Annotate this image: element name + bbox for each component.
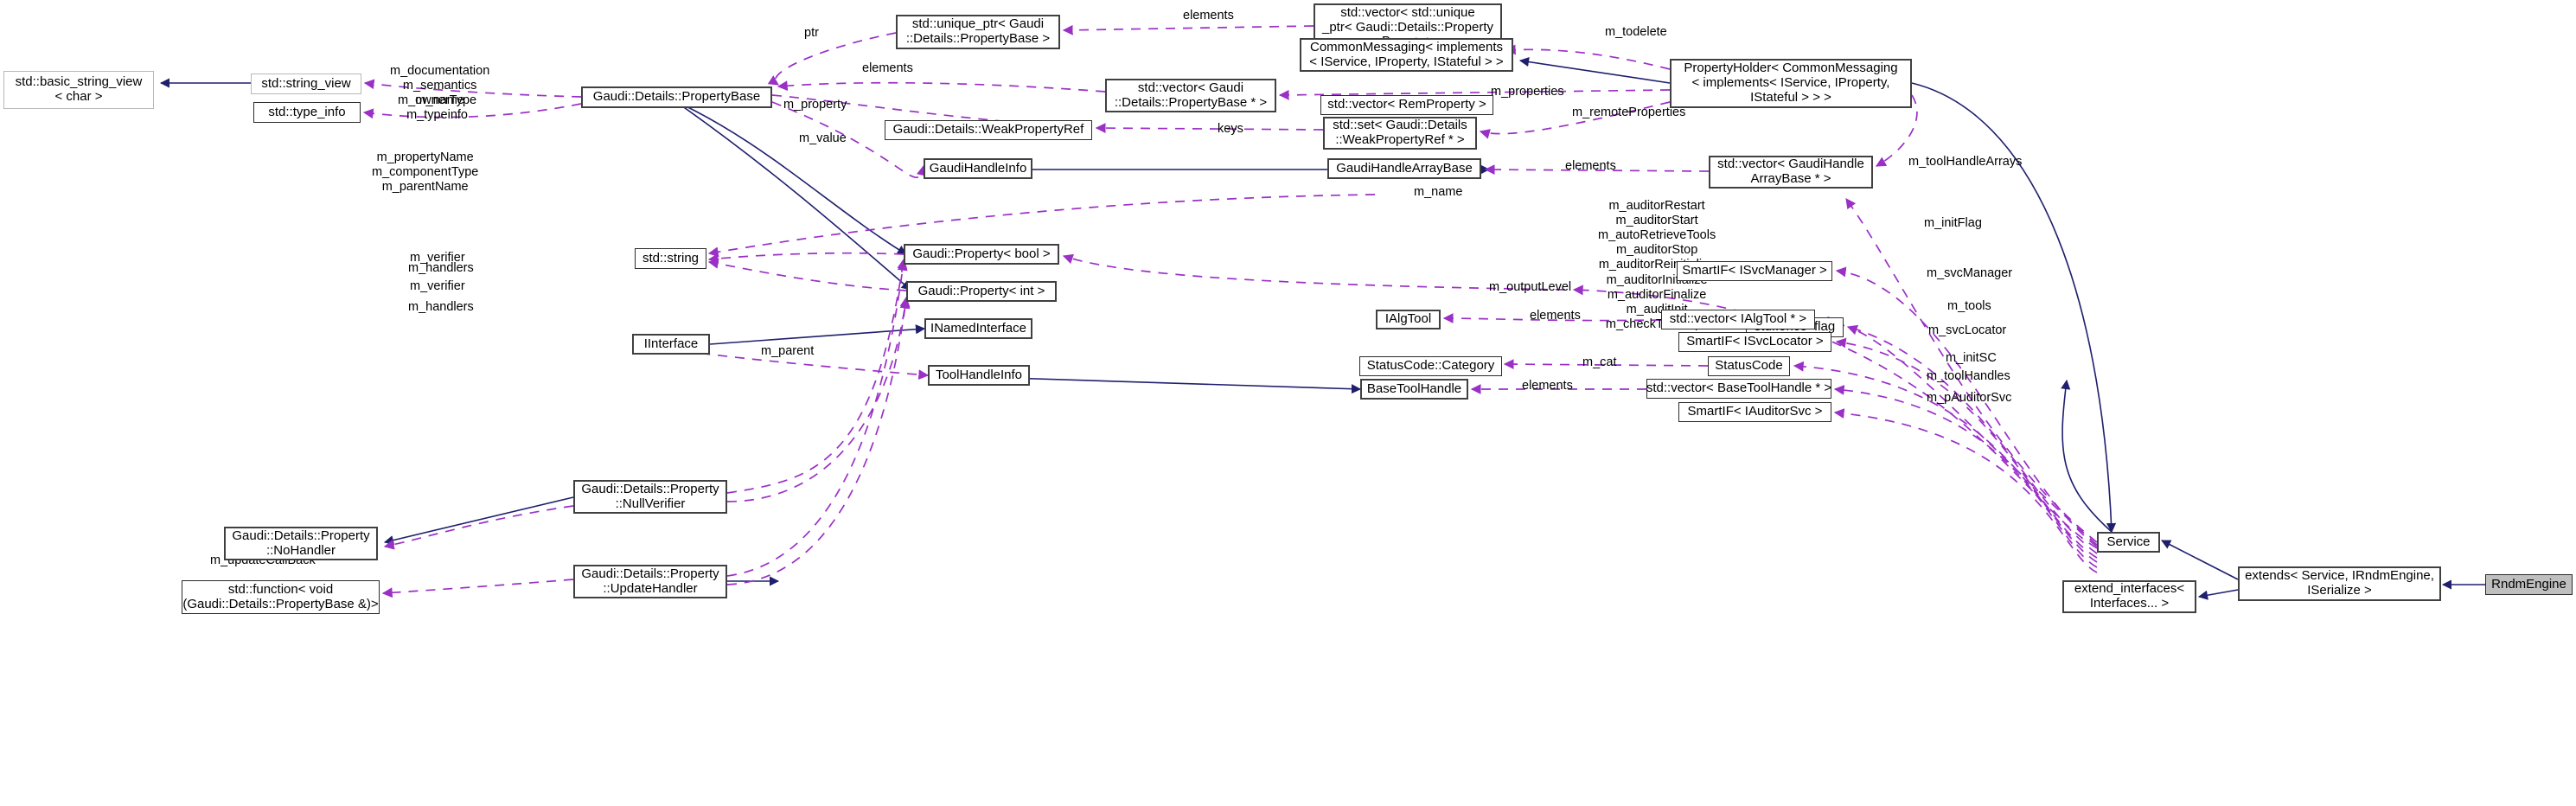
class-node-string_view[interactable]: std::string_view <box>251 74 361 94</box>
edge-label: m_properties <box>1491 85 1564 99</box>
edge-label: m_property <box>783 98 847 112</box>
class-node-extends_service[interactable]: extends< Service, IRndmEngine, ISerializ… <box>2238 566 2441 601</box>
edge-label: m_svcLocator <box>1928 323 2007 337</box>
class-node-inamed_interface[interactable]: INamedInterface <box>924 318 1032 339</box>
edge-label: m_ownerType m_typeinfo <box>398 93 477 123</box>
edge-label: m_remoteProperties <box>1572 106 1686 119</box>
class-node-property_holder[interactable]: PropertyHolder< CommonMessaging < implem… <box>1670 59 1912 108</box>
edge-label: m_verifier <box>410 279 465 293</box>
class-node-ialgtool[interactable]: IAlgTool <box>1376 310 1441 329</box>
edge-label: m_svcManager <box>1927 266 2013 280</box>
class-node-vector_ialgtool_ptr[interactable]: std::vector< IAlgTool * > <box>1661 310 1815 329</box>
class-node-gaudi_handle_info[interactable]: GaudiHandleInfo <box>924 158 1032 179</box>
edge-label: m_todelete <box>1605 25 1667 39</box>
class-node-vector_base_tool_handle[interactable]: std::vector< BaseToolHandle * > <box>1646 379 1831 399</box>
edge-label: m_parent <box>761 344 815 358</box>
class-node-weak_property_ref[interactable]: Gaudi::Details::WeakPropertyRef <box>885 120 1092 140</box>
class-node-no_handler[interactable]: Gaudi::Details::Property ::NoHandler <box>224 527 378 560</box>
edge-label: m_toolHandleArrays <box>1908 155 2023 169</box>
class-node-property_int[interactable]: Gaudi::Property< int > <box>906 281 1057 302</box>
edge-label: m_cat <box>1582 355 1617 369</box>
edge-label: elements <box>1565 159 1616 173</box>
edge-label: m_name <box>1414 185 1463 199</box>
class-node-update_handler[interactable]: Gaudi::Details::Property ::UpdateHandler <box>573 565 727 598</box>
class-node-vector_gaudi_handle_array[interactable]: std::vector< GaudiHandle ArrayBase * > <box>1709 156 1873 189</box>
class-node-extend_interfaces[interactable]: extend_interfaces< Interfaces... > <box>2062 580 2196 613</box>
class-node-statuscode_category[interactable]: StatusCode::Category <box>1359 356 1502 376</box>
class-node-statuscode[interactable]: StatusCode <box>1708 356 1790 376</box>
class-node-tool_handle_info[interactable]: ToolHandleInfo <box>928 365 1030 386</box>
edge-label: m_toolHandles <box>1927 369 2010 383</box>
class-node-common_messaging[interactable]: CommonMessaging< implements < IService, … <box>1300 38 1513 72</box>
class-node-function_void_pb[interactable]: std::function< void (Gaudi::Details::Pro… <box>182 580 380 614</box>
edge-label: m_initSC <box>1946 351 1997 365</box>
edge-label: m_value <box>799 131 847 145</box>
edge-label: m_propertyName m_componentType m_parentN… <box>372 150 479 195</box>
edge-label: elements <box>1530 309 1581 323</box>
class-node-base_tool_handle[interactable]: BaseToolHandle <box>1360 379 1468 400</box>
edge-label: m_outputLevel <box>1489 280 1572 294</box>
class-node-unique_ptr_property_base[interactable]: std::unique_ptr< Gaudi ::Details::Proper… <box>896 15 1060 49</box>
class-node-rndm_engine[interactable]: RndmEngine <box>2485 574 2573 595</box>
edge-label: m_handlers <box>408 261 474 275</box>
class-node-gaudi_handle_array_base[interactable]: GaudiHandleArrayBase <box>1327 158 1481 179</box>
edge-label: elements <box>1522 379 1573 393</box>
edge-label: elements <box>1183 9 1234 22</box>
class-node-service[interactable]: Service <box>2097 532 2160 553</box>
edge-label: elements <box>862 61 913 75</box>
class-node-smartif_isvclocator[interactable]: SmartIF< ISvcLocator > <box>1678 332 1831 352</box>
class-node-vector_property_base_ptr[interactable]: std::vector< Gaudi ::Details::PropertyBa… <box>1105 79 1276 112</box>
edge-label: m_pAuditorSvc <box>1927 391 2012 405</box>
class-node-basic_string_view[interactable]: std::basic_string_view < char > <box>3 71 154 109</box>
class-node-property_base[interactable]: Gaudi::Details::PropertyBase <box>581 86 772 108</box>
edge-label: m_verifier <box>410 251 465 265</box>
class-node-smartif_isvcmanager[interactable]: SmartIF< ISvcManager > <box>1677 261 1832 281</box>
class-node-std_string[interactable]: std::string <box>635 248 706 269</box>
class-node-type_info[interactable]: std::type_info <box>253 102 361 123</box>
edge-label: m_handlers <box>408 300 474 314</box>
edge-label: ptr <box>804 26 819 40</box>
class-node-property_bool[interactable]: Gaudi::Property< bool > <box>904 244 1059 265</box>
class-node-null_verifier[interactable]: Gaudi::Details::Property ::NullVerifier <box>573 480 727 514</box>
edge-label: m_tools <box>1947 299 1991 313</box>
class-node-iinterface[interactable]: IInterface <box>632 334 710 355</box>
class-node-smartif_iauditorsvc[interactable]: SmartIF< IAuditorSvc > <box>1678 402 1831 422</box>
class-node-vector_rem_property[interactable]: std::vector< RemProperty > <box>1320 95 1493 115</box>
edge-label: keys <box>1218 122 1243 136</box>
edge-label: m_initFlag <box>1924 216 1982 230</box>
class-node-set_weak_property_ref[interactable]: std::set< Gaudi::Details ::WeakPropertyR… <box>1323 117 1477 150</box>
